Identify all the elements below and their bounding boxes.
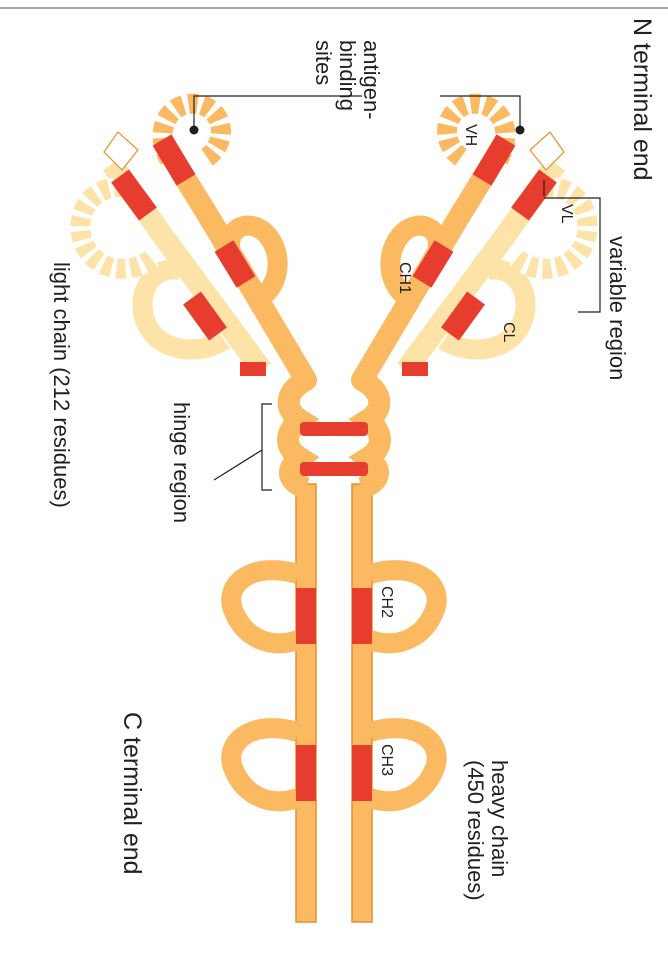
heavy-chain-stem-right — [352, 484, 372, 922]
ch1-domain-label: CH1 — [396, 262, 413, 294]
disulfide-vh-left — [162, 140, 186, 180]
fab-left — [81, 104, 306, 380]
light-chain-label: light chain (212 residues) — [49, 262, 74, 508]
hinge — [288, 380, 380, 488]
vh-domain-label: VH — [462, 124, 479, 146]
antigen-binding-tip-right — [530, 132, 564, 170]
hinge-disulfide-2 — [300, 462, 368, 476]
antigen-site-dot-right — [516, 126, 525, 135]
disulfide-ch2-right — [352, 588, 372, 644]
disulfide-ch3-right — [352, 745, 372, 801]
variable-region-label: variable region — [605, 236, 630, 380]
hinge-region-bracket — [214, 404, 272, 490]
hinge-region-label: hinge region — [169, 402, 194, 523]
antigen-site-dot-left — [190, 126, 199, 135]
antigen-binding-label-line3: sites — [311, 40, 336, 85]
ch2-loop-left — [231, 570, 298, 643]
interchain-disulfide-left — [240, 362, 266, 376]
disulfide-vh-right — [482, 140, 506, 180]
fc-stem — [231, 484, 437, 922]
heavy-chain-label-line1: heavy chain — [487, 760, 512, 877]
antigen-binding-tip-left — [104, 132, 138, 170]
antigen-binding-label-line2: binding — [335, 40, 360, 111]
ch3-domain-label: CH3 — [378, 744, 395, 776]
disulfide-ch2-left — [296, 588, 316, 644]
c-terminal-label: C terminal end — [118, 712, 146, 875]
hinge-disulfide-1 — [300, 422, 368, 436]
n-terminal-label: N terminal end — [628, 18, 656, 181]
disulfide-ch3-left — [296, 745, 316, 801]
antigen-binding-label-line1: antigen- — [359, 40, 384, 120]
disulfide-ch1-right — [422, 246, 444, 282]
cl-domain-label: CL — [500, 322, 517, 343]
heavy-chain-label-line2: (450 residues) — [463, 760, 488, 901]
heavy-chain-stem-left — [296, 484, 316, 922]
disulfide-ch1-left — [224, 246, 246, 282]
ch2-domain-label: CH2 — [378, 586, 395, 618]
disulfide-vl-left — [120, 176, 148, 214]
interchain-disulfide-right — [402, 362, 428, 376]
ch3-loop-left — [231, 728, 298, 801]
vl-domain-label: VL — [558, 204, 575, 224]
